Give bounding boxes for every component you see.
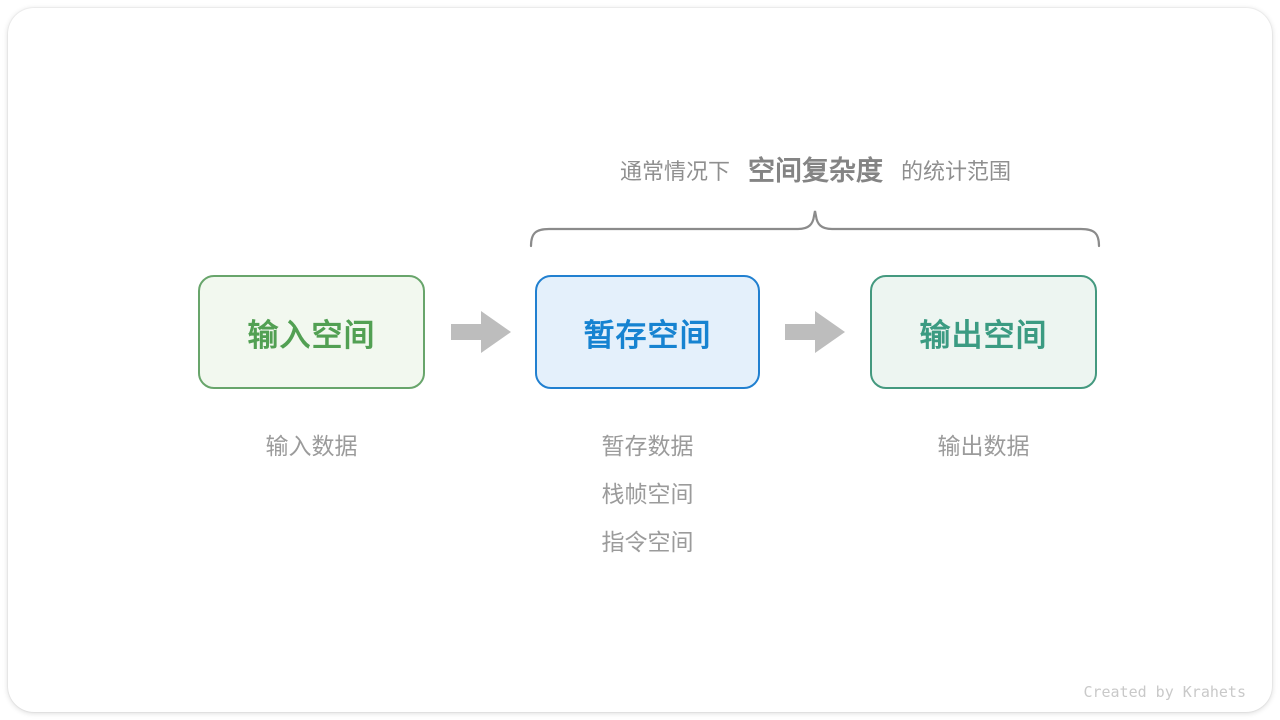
flow-box-output-space-label: 输出空间 [919, 317, 1048, 353]
sub-label-temp-list: 暂存数据 栈帧空间 指令空间 [535, 422, 760, 566]
diagram-card: 通常情况下空间复杂度的统计范围 输入空间 暂存空间 输出空间 输入数据 暂存数据… [8, 8, 1272, 712]
sub-label-instruction-space: 指令空间 [601, 529, 694, 555]
flow-box-input-space: 输入空间 [198, 275, 425, 389]
credit-text: Created by Krahets [1083, 683, 1246, 701]
sub-label-input-data-line: 输入数据 [265, 433, 358, 459]
scope-caption: 通常情况下空间复杂度的统计范围 [448, 151, 1183, 192]
flow-box-temp-space-label: 暂存空间 [583, 317, 712, 353]
flow-box-input-space-label: 输入空间 [247, 317, 376, 353]
arrow-right-icon [785, 311, 845, 353]
flow-box-temp-space: 暂存空间 [535, 275, 760, 389]
scope-caption-highlight: 空间复杂度 [748, 156, 883, 186]
sub-label-stack-frame-space: 栈帧空间 [601, 481, 694, 507]
sub-label-input-data: 输入数据 [198, 422, 425, 470]
flow-box-output-space: 输出空间 [870, 275, 1097, 389]
sub-label-output-data: 输出数据 [870, 422, 1097, 470]
arrow-right-icon [451, 311, 511, 353]
scope-caption-prefix: 通常情况下 [619, 159, 730, 184]
sub-label-temp-data: 暂存数据 [601, 433, 694, 459]
sub-label-output-data-line: 输出数据 [937, 433, 1030, 459]
curly-brace-icon [529, 210, 1101, 248]
scope-caption-suffix: 的统计范围 [901, 159, 1012, 184]
